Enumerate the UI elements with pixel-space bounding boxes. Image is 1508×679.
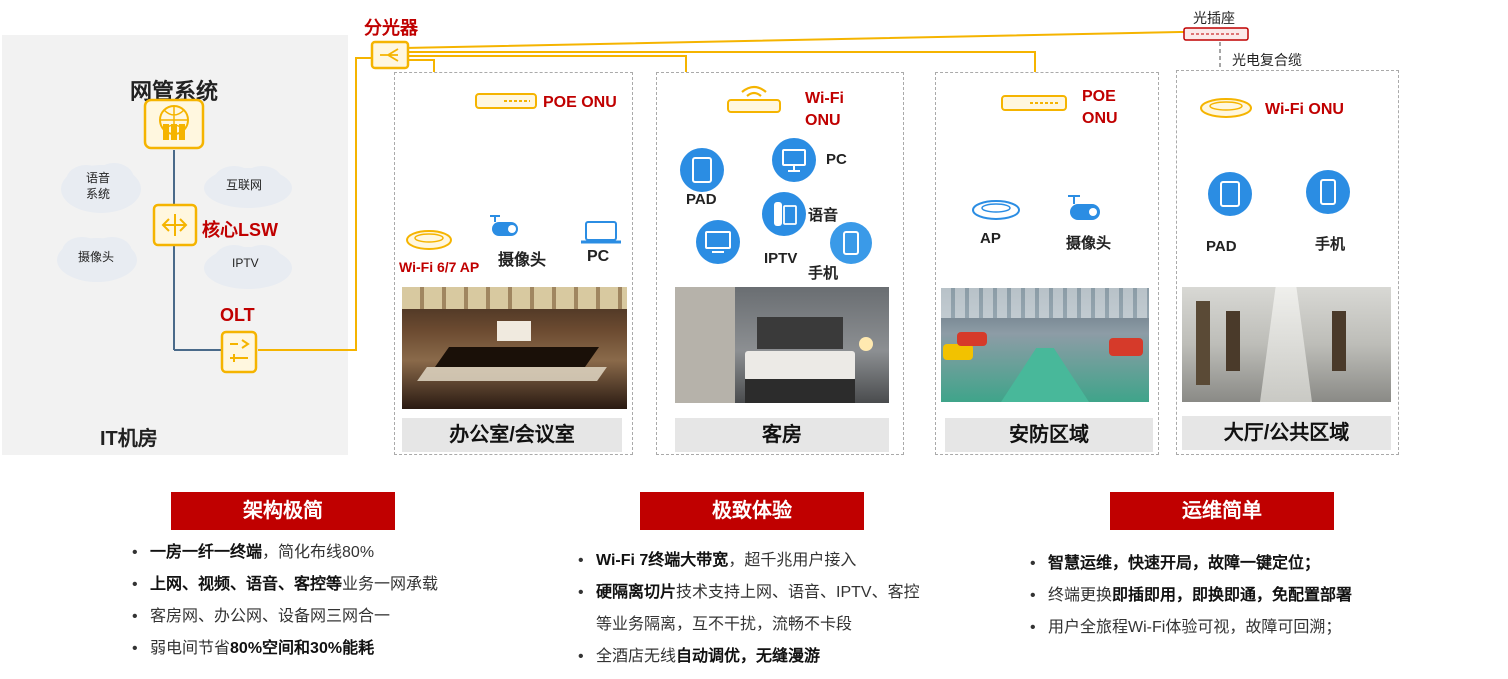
zone-hall-title: 大厅/公共区域	[1182, 416, 1391, 450]
tablet-icon	[1208, 172, 1252, 216]
feature-text: 等业务隔离，互不干扰，流畅不卡段	[596, 616, 853, 633]
feature-item: 上网、视频、语音、客控等业务一网承载	[128, 569, 438, 601]
laptop-icon	[581, 221, 621, 244]
composite-cable-label: 光电复合缆	[1232, 52, 1302, 68]
room-device-pad: PAD	[686, 191, 717, 208]
room-onu-label: Wi-Fi ONU	[805, 90, 844, 129]
camera-icon	[1068, 195, 1100, 220]
core-switch-label: 核心LSW	[202, 220, 278, 240]
office-device-pc: PC	[587, 248, 610, 265]
feature-text: 用户全旅程Wi-Fi体验可视，故障可回溯；	[1048, 619, 1342, 636]
feature-text: ，简化布线80%	[262, 544, 375, 561]
security-photo	[941, 288, 1149, 402]
monitor-icon	[772, 138, 816, 182]
zone-office-title: 办公室/会议室	[402, 418, 622, 452]
cloud-icon	[57, 237, 137, 282]
office-device-camera: 摄像头	[498, 252, 547, 269]
room-photo	[675, 287, 889, 403]
feature-text: 终端更换	[1048, 587, 1113, 604]
security-device-camera: 摄像头	[1066, 235, 1112, 252]
tablet-icon	[680, 148, 724, 192]
security-device-ap: AP	[980, 230, 1001, 247]
feature-text: Wi-Fi 7终端大带宽	[596, 552, 729, 569]
feature-item: 弱电间节省80%空间和30%能耗	[128, 633, 438, 665]
cloud-voice-label: 语音 系统	[85, 171, 110, 201]
feature-text: 上网、视频、语音、客控等	[150, 576, 343, 593]
feature-text: 自动调优，无缝漫游	[676, 648, 821, 665]
office-photo	[402, 287, 627, 409]
olt-label: OLT	[220, 305, 255, 325]
feature-item: 全酒店无线自动调优，无缝漫游	[574, 641, 920, 673]
feature-text: 全酒店无线	[596, 648, 677, 665]
feature-item: 智慧运维，快速开局，故障一键定位；	[1026, 548, 1352, 580]
mobile-icon	[1306, 170, 1350, 214]
feature-text: 弱电间节省	[150, 640, 231, 657]
it-room-title: IT机房	[100, 428, 158, 450]
feature-item: 客房网、办公网、设备网三网合一	[128, 601, 438, 633]
feature-item: 终端更换即插即用，即换即通，免配置部署	[1026, 580, 1352, 612]
feature-list-experience: Wi-Fi 7终端大带宽，超千兆用户接入硬隔离切片技术支持上网、语音、IPTV、…	[574, 545, 920, 673]
hall-photo	[1182, 287, 1391, 402]
feature-text: ，超千兆用户接入	[728, 552, 857, 569]
hall-device-mobile: 手机	[1315, 236, 1346, 253]
onu-device-icon	[1001, 95, 1067, 111]
cloud-iptv-label: IPTV	[232, 256, 259, 270]
feature-text: 80%空间和30%能耗	[230, 640, 375, 657]
mobile-icon	[830, 222, 872, 264]
cloud-internet-label: 互联网	[226, 178, 263, 192]
zone-room-title: 客房	[675, 418, 889, 452]
feature-list-architecture: 一房一纤一终端，简化布线80%上网、视频、语音、客控等业务一网承载客房网、办公网…	[128, 537, 438, 665]
splitter-icon	[370, 40, 410, 70]
cloud-camera-label: 摄像头	[78, 250, 115, 264]
feature-item: Wi-Fi 7终端大带宽，超千兆用户接入	[574, 545, 920, 577]
cloud-icon	[61, 163, 141, 213]
feature-item: 等业务隔离，互不干扰，流畅不卡段	[574, 609, 920, 641]
room-device-voice: 语音	[808, 207, 839, 224]
feature-text: 智慧运维，快速开局，故障一键定位；	[1048, 555, 1321, 572]
office-device-ap: Wi-Fi 6/7 AP	[399, 259, 480, 275]
feature-text: 即插即用，即换即通，免配置部署	[1112, 587, 1353, 604]
feature-text: 一房一纤一终端	[150, 544, 263, 561]
splitter-label: 分光器	[364, 18, 418, 38]
ap-icon	[1200, 98, 1252, 118]
feature-text: 技术支持上网、语音、IPTV、客控	[676, 584, 920, 601]
feature-title-experience: 极致体验	[640, 492, 864, 530]
room-device-iptv: IPTV	[764, 250, 798, 267]
room-device-mobile: 手机	[808, 265, 839, 282]
feature-item: 一房一纤一终端，简化布线80%	[128, 537, 438, 569]
core-switch-icon	[152, 203, 198, 247]
wifi-onu-icon	[727, 85, 781, 113]
socket-label: 光插座	[1193, 10, 1235, 26]
feature-text: 客房网、办公网、设备网三网合一	[150, 608, 391, 625]
security-onu-label: POE ONU	[1082, 88, 1118, 127]
hall-device-pad: PAD	[1206, 238, 1237, 255]
office-onu-label: POE ONU	[543, 94, 617, 111]
zone-security-title: 安防区域	[945, 418, 1153, 452]
nms-server-icon	[143, 98, 205, 150]
ap-icon	[972, 200, 1020, 220]
feature-title-architecture: 架构极简	[171, 492, 395, 530]
optical-socket-icon	[1183, 27, 1249, 41]
feature-text: 硬隔离切片	[596, 584, 677, 601]
feature-item: 用户全旅程Wi-Fi体验可视，故障可回溯；	[1026, 612, 1352, 644]
feature-text: 业务一网承载	[342, 576, 439, 593]
feature-list-operations: 智慧运维，快速开局，故障一键定位； 终端更换即插即用，即换即通，免配置部署用户全旅…	[1026, 548, 1352, 644]
hall-onu-label: Wi-Fi ONU	[1265, 101, 1344, 118]
onu-device-icon	[475, 93, 537, 109]
phone-icon	[762, 192, 806, 236]
room-device-pc: PC	[826, 151, 847, 168]
tv-icon	[696, 220, 740, 264]
feature-title-operations: 运维简单	[1110, 492, 1334, 530]
feature-item: 硬隔离切片技术支持上网、语音、IPTV、客控	[574, 577, 920, 609]
cloud-icon	[204, 166, 292, 208]
olt-icon	[220, 330, 258, 374]
camera-icon	[490, 215, 518, 236]
ap-icon	[406, 230, 452, 250]
cloud-icon	[204, 245, 292, 289]
